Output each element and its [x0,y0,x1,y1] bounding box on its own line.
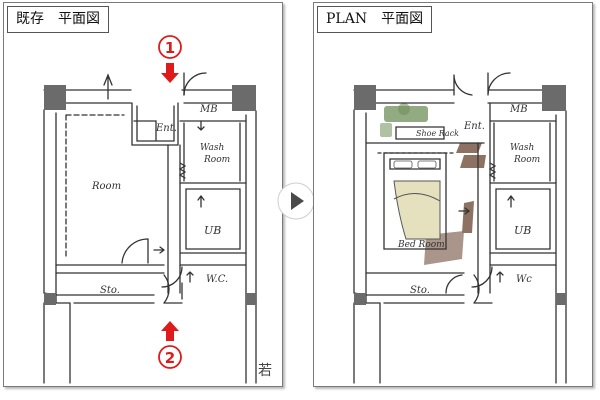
marker-2-number: 2 [165,349,175,367]
room-label-wash-2: Room [203,155,230,165]
existing-floor-plan: Ent. MB Wash Room Room UB W.C. Sto. 1 2 [43,35,257,384]
proposed-floor-plan: Ent. MB Wash Room Shoe Rack Bed Room UB … [353,72,567,384]
marker-2-arrow-icon [161,321,179,341]
room-label-ent: Ent. [155,123,177,134]
room-label-wc: W.C. [206,274,228,285]
next-arrow-icon [277,182,315,220]
plan-label-sto: Sto. [410,285,430,296]
plan-label-shoe-rack: Shoe Rack [416,129,459,138]
proposed-plan-title: PLAN 平面図 [317,6,433,33]
room-label-sto: Sto. [100,285,120,296]
room-label-room: Room [91,181,121,192]
plan-label-ent: Ent. [463,121,485,132]
marker-1-arrow-icon [161,63,179,83]
room-label-wash: Wash [200,143,224,153]
plan-label-wc: Wc [516,274,532,285]
plant-area [380,103,428,137]
marker-1-number: 1 [165,39,175,57]
existing-plan-title: 既存 平面図 [7,6,109,33]
plan-label-mb: MB [509,104,528,115]
duvet-icon [393,180,441,240]
plan-label-ub: UB [514,224,531,237]
marker-1: 1 [158,35,182,83]
plan-label-bed-room: Bed Room [397,240,445,250]
architect-signature: 若 [258,363,272,379]
plan-label-wash: Wash [510,143,534,153]
room-label-ub: UB [204,224,221,237]
room-label-mb: MB [199,104,218,115]
existing-plan-panel: Ent. MB Wash Room Room UB W.C. Sto. 1 2 … [3,2,283,387]
plan-label-wash-2: Room [513,155,540,165]
proposed-plan-panel: Ent. MB Wash Room Shoe Rack Bed Room UB … [313,2,593,387]
marker-2: 2 [158,321,182,369]
